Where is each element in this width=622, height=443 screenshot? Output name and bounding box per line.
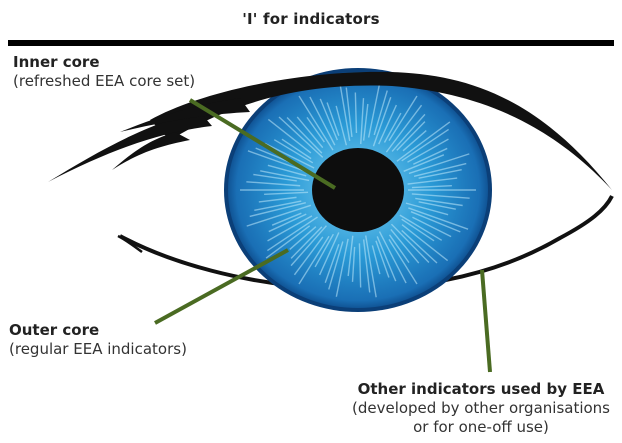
outer-core-title: Outer core	[9, 321, 187, 340]
leader-line-other	[482, 270, 490, 372]
other-indicators-title: Other indicators used by EEA	[352, 380, 610, 399]
label-inner-core: Inner core (refreshed EEA core set)	[13, 53, 195, 91]
inner-core-title: Inner core	[13, 53, 195, 72]
outer-core-desc: (regular EEA indicators)	[9, 340, 187, 359]
inner-core-desc: (refreshed EEA core set)	[13, 72, 195, 91]
label-other-indicators: Other indicators used by EEA (developed …	[352, 380, 610, 437]
label-outer-core: Outer core (regular EEA indicators)	[9, 321, 187, 359]
other-indicators-desc-1: (developed by other organisations	[352, 399, 610, 418]
pupil	[312, 148, 404, 232]
other-indicators-desc-2: or for one-off use)	[352, 418, 610, 437]
eyelash-1	[48, 112, 212, 182]
